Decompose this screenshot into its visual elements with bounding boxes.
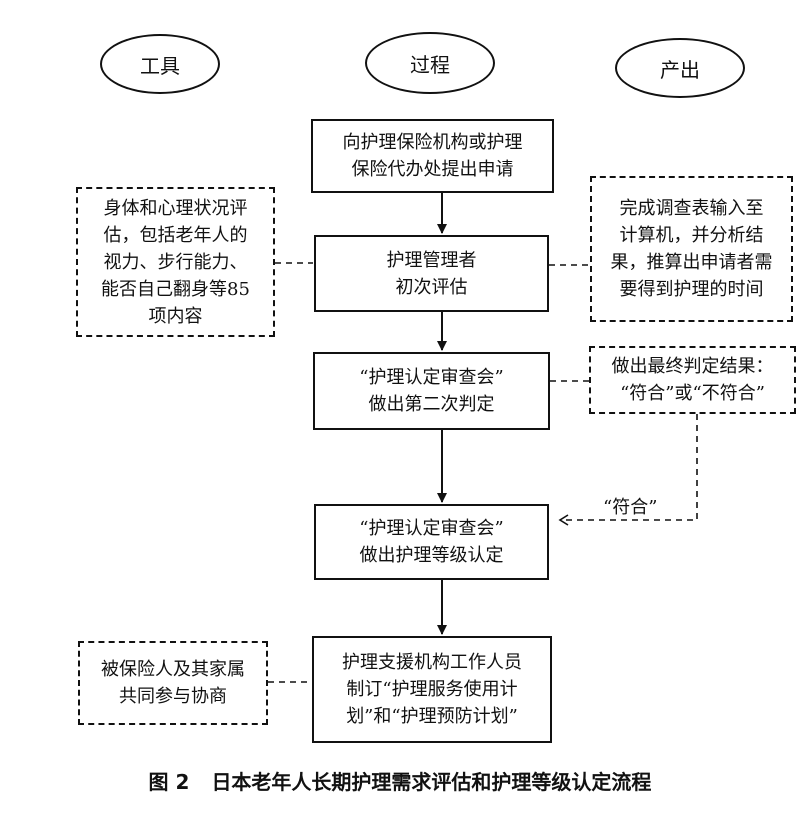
output-note-survey-line-2: 计算机，并分析结	[619, 225, 764, 246]
tool-note-assessment-line-5: 项内容	[148, 305, 203, 327]
output-note-final-decision: 做出最终判定结果： “符合”或“不符合”	[589, 346, 796, 414]
process-step-2: 护理管理者 初次评估	[314, 235, 549, 312]
header-process: 过程	[365, 32, 495, 94]
process-step-5-line-3: 划”和“护理预防计划”	[346, 706, 518, 727]
figure-caption: 图 2 日本老年人长期护理需求评估和护理等级认定流程	[0, 766, 800, 795]
process-step-5: 护理支援机构工作人员 制订“护理服务使用计 划”和“护理预防计划”	[312, 636, 552, 743]
output-note-survey-line-3: 果，推算出申请者需	[610, 252, 773, 273]
process-step-4: “护理认定审查会” 做出护理等级认定	[314, 504, 549, 580]
process-step-4-line-2: 做出护理等级认定	[359, 545, 504, 566]
output-note-final-decision-line-2: “符合”或“不符合”	[620, 383, 765, 404]
feedback-label: “符合”	[603, 497, 658, 518]
header-tools-label: 工具	[140, 53, 180, 78]
tool-note-assessment: 身体和心理状况评 估，包括老年人的 视力、步行能力、 能否自己翻身等85 项内容	[76, 187, 275, 337]
header-output: 产出	[615, 38, 745, 98]
figure-title: 日本老年人长期护理需求评估和护理等级认定流程	[211, 770, 652, 794]
figure-number: 图 2	[148, 770, 190, 794]
header-tools: 工具	[100, 34, 220, 94]
header-output-label: 产出	[660, 57, 700, 82]
output-note-survey: 完成调查表输入至 计算机，并分析结 果，推算出申请者需 要得到护理的时间	[590, 176, 793, 322]
tool-note-assessment-line-4: 能否自己翻身等85	[101, 278, 250, 300]
tool-note-consultation-line-1: 被保险人及其家属	[101, 659, 245, 680]
tool-note-consultation: 被保险人及其家属 共同参与协商	[78, 641, 268, 725]
process-step-3-line-2: 做出第二次判定	[368, 394, 495, 415]
process-step-4-line-1: “护理认定审查会”	[359, 518, 504, 539]
header-process-label: 过程	[410, 52, 450, 77]
process-step-1-line-2: 保险代办处提出申请	[351, 159, 514, 180]
tool-note-assessment-line-3: 视力、步行能力、	[103, 251, 248, 273]
process-step-1-line-1: 向护理保险机构或护理	[342, 132, 523, 153]
output-note-final-decision-line-1: 做出最终判定结果：	[611, 356, 774, 377]
process-step-1: 向护理保险机构或护理 保险代办处提出申请	[311, 119, 554, 193]
process-step-2-line-2: 初次评估	[395, 276, 468, 298]
process-step-3: “护理认定审查会” 做出第二次判定	[313, 352, 550, 430]
tool-note-assessment-line-2: 估，包括老年人的	[103, 224, 248, 246]
process-step-3-line-1: “护理认定审查会”	[359, 367, 504, 388]
dash-feedback-path	[558, 414, 698, 526]
tool-note-consultation-line-2: 共同参与协商	[119, 686, 227, 707]
tool-note-assessment-line-1: 身体和心理状况评	[103, 197, 248, 219]
output-note-survey-line-1: 完成调查表输入至	[619, 198, 764, 219]
process-step-5-line-2: 制订“护理服务使用计	[346, 679, 518, 700]
output-note-survey-line-4: 要得到护理的时间	[619, 279, 764, 300]
process-step-5-line-1: 护理支援机构工作人员	[342, 652, 522, 673]
process-step-2-line-1: 护理管理者	[386, 249, 477, 271]
